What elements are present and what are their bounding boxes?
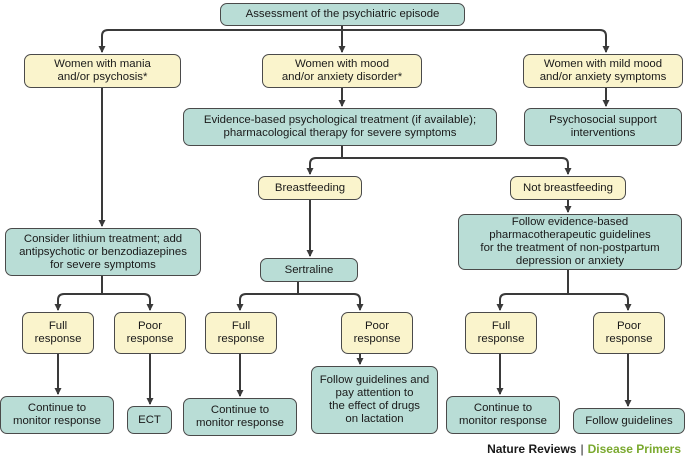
mania-psychosis-box: Women with mania and/or psychosis* <box>24 54 181 88</box>
lactation-guidelines-box: Follow guidelines and pay attention to t… <box>311 366 438 434</box>
sertraline-box: Sertraline <box>260 258 358 282</box>
mood-anxiety-box: Women with mood and/or anxiety disorder* <box>262 54 422 88</box>
not-breastfeeding-box: Not breastfeeding <box>510 176 626 200</box>
lithium-treatment-box: Consider lithium treatment; add antipsyc… <box>5 228 201 276</box>
continue-monitor-box-2: Continue to monitor response <box>183 398 297 436</box>
psychosocial-support-box: Psychosocial support interventions <box>524 108 682 146</box>
ect-box: ECT <box>127 406 172 434</box>
mild-mood-box: Women with mild mood and/or anxiety symp… <box>523 54 683 88</box>
full-response-box-3: Full response <box>465 312 537 354</box>
poor-response-box-1: Poor response <box>114 312 186 354</box>
full-response-box-1: Full response <box>22 312 94 354</box>
credit-separator: | <box>580 442 584 456</box>
follow-guidelines-box: Follow guidelines <box>573 408 685 434</box>
poor-response-box-2: Poor response <box>341 312 413 354</box>
full-response-box-2: Full response <box>205 312 277 354</box>
journal-brand: Nature Reviews <box>487 442 577 456</box>
continue-monitor-box-3: Continue to monitor response <box>446 396 560 434</box>
breastfeeding-box: Breastfeeding <box>258 176 362 200</box>
journal-subtitle: Disease Primers <box>587 442 681 456</box>
poor-response-box-3: Poor response <box>593 312 665 354</box>
non-postpartum-guidelines-box: Follow evidence-based pharmacotherapeuti… <box>458 214 682 270</box>
journal-credit: Nature Reviews|Disease Primers <box>487 442 681 456</box>
continue-monitor-box-1: Continue to monitor response <box>0 396 114 434</box>
assessment-box: Assessment of the psychiatric episode <box>220 3 465 26</box>
evidence-based-treatment-box: Evidence-based psychological treatment (… <box>183 108 497 146</box>
